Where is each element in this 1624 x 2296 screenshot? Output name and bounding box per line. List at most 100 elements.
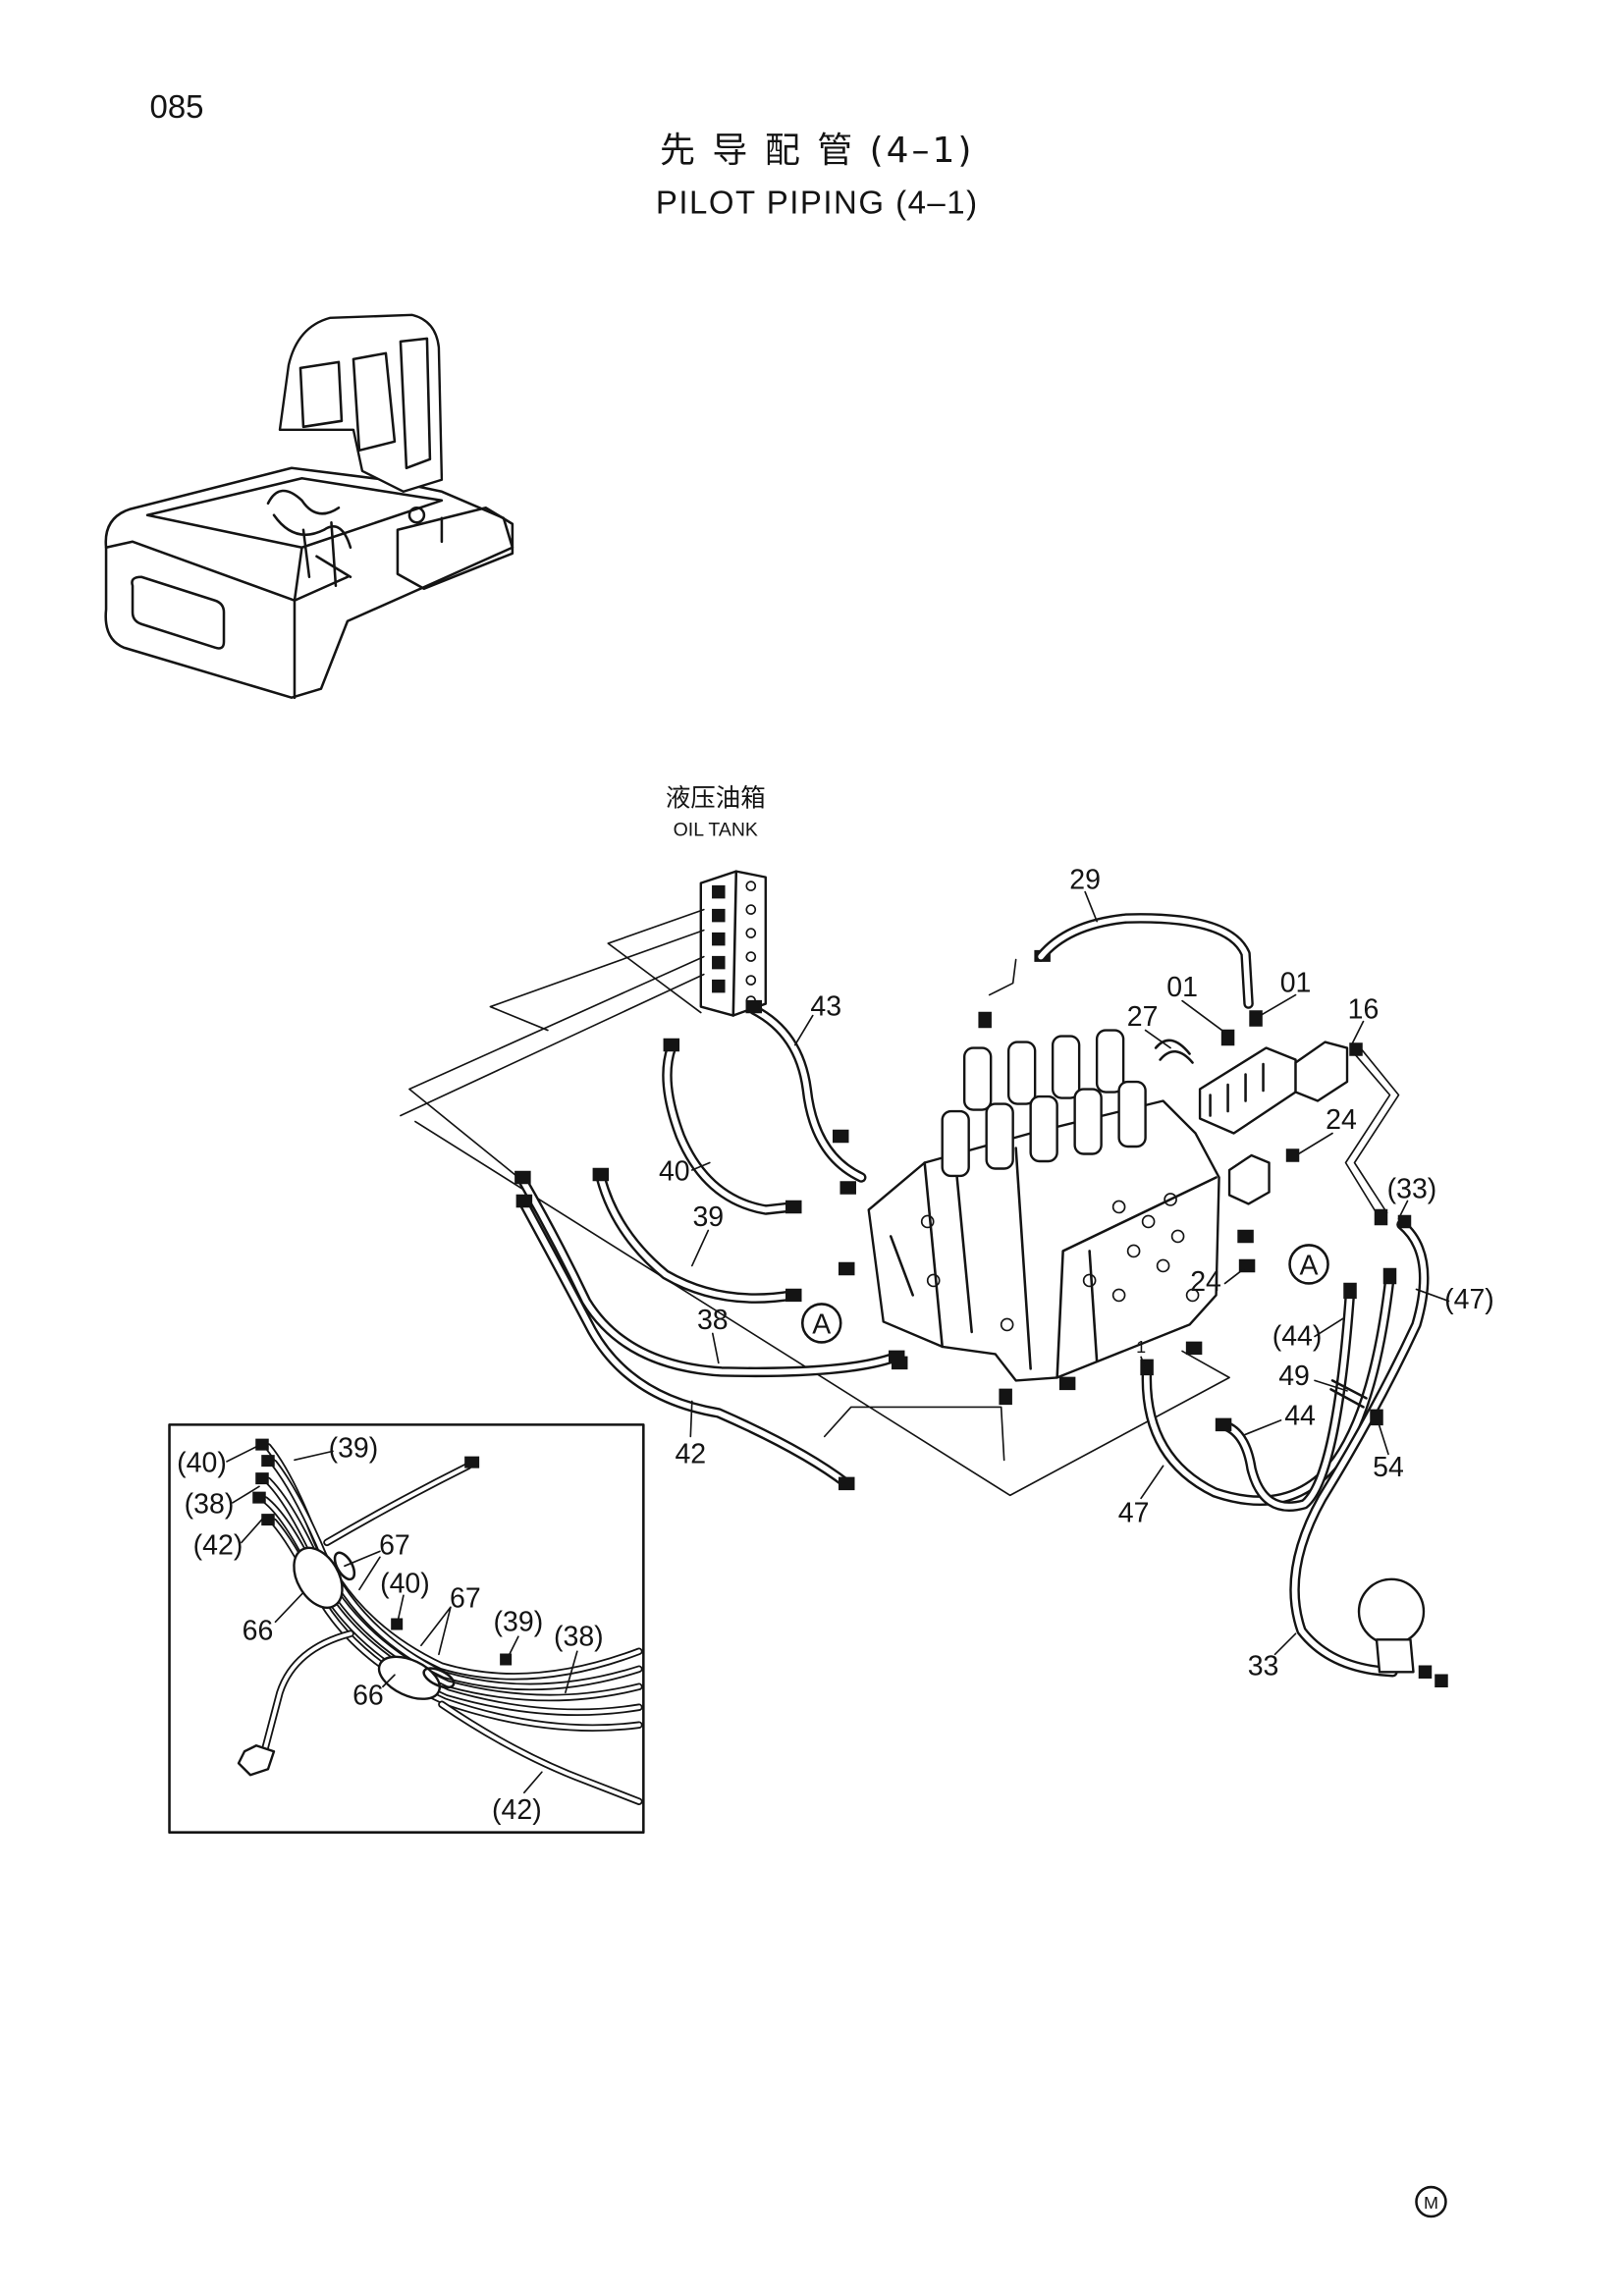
callout-49: 49 bbox=[1278, 1361, 1310, 1392]
inset-callout-39: (39) bbox=[329, 1432, 379, 1464]
cab-windows bbox=[298, 337, 432, 470]
inset-callout-66-lower: 66 bbox=[352, 1680, 384, 1711]
corner-mark-circle bbox=[1415, 2185, 1447, 2218]
solenoid bbox=[1073, 1088, 1103, 1155]
solenoid bbox=[1095, 1029, 1125, 1094]
solenoid bbox=[941, 1109, 970, 1178]
accumulator bbox=[1357, 1577, 1448, 1688]
section-ref-circle bbox=[800, 1303, 842, 1344]
accumulator-base bbox=[1375, 1638, 1415, 1674]
section-ref-a-right: A bbox=[1288, 1244, 1329, 1285]
counterweight-lines bbox=[104, 477, 444, 699]
pilot-line-16-33 bbox=[1344, 1046, 1400, 1217]
inset-clamp-67 bbox=[333, 1551, 456, 1689]
valve-01-fittings bbox=[1220, 1010, 1263, 1046]
solenoid bbox=[985, 1102, 1014, 1170]
callout-44-ref: (44) bbox=[1272, 1320, 1323, 1352]
plate-holes bbox=[745, 881, 757, 1006]
manifold-coils bbox=[1209, 1062, 1265, 1117]
clamp-67 bbox=[422, 1667, 456, 1689]
callout-1: 1 bbox=[1136, 1337, 1146, 1357]
solenoid bbox=[1006, 1041, 1037, 1105]
callout-33: 33 bbox=[1248, 1650, 1279, 1682]
inset-leader-lines bbox=[226, 1446, 578, 1794]
pilot-hose-location bbox=[266, 489, 352, 588]
callout-44: 44 bbox=[1284, 1400, 1316, 1431]
block-24 bbox=[1227, 1148, 1300, 1205]
filler-cap bbox=[407, 507, 426, 524]
inset-callout-38: (38) bbox=[185, 1488, 235, 1520]
hose-end-fittings bbox=[514, 999, 1412, 1491]
oil-tank-label-cn: 液压油箱 bbox=[666, 784, 766, 814]
valve-section-lines bbox=[889, 1147, 1218, 1379]
counterweight-slot bbox=[131, 575, 226, 650]
bolt-54 bbox=[1370, 1409, 1383, 1426]
block-16-body bbox=[1294, 1041, 1349, 1102]
port-plate-edge bbox=[731, 870, 738, 1017]
callout-54: 54 bbox=[1373, 1452, 1404, 1483]
inset-callout-40: (40) bbox=[177, 1447, 227, 1478]
excavator-locator-illustration bbox=[104, 313, 514, 699]
solenoid bbox=[1051, 1035, 1081, 1099]
callout-16: 16 bbox=[1348, 994, 1380, 1026]
section-ref-circle bbox=[1288, 1244, 1329, 1285]
inset-elbow-fitting bbox=[237, 1744, 276, 1777]
solenoid-row-rear bbox=[962, 1029, 1125, 1111]
inset-hose-fittings bbox=[252, 1438, 513, 1666]
upper-structure-outline bbox=[104, 466, 514, 699]
callout-39: 39 bbox=[692, 1201, 724, 1233]
block-16 bbox=[1294, 1041, 1363, 1102]
hose-39 bbox=[601, 1177, 792, 1298]
callout-33-ref: (33) bbox=[1387, 1173, 1437, 1204]
hose-29 bbox=[1041, 918, 1248, 1003]
callout-43: 43 bbox=[810, 991, 841, 1023]
harness-27 bbox=[1154, 1039, 1194, 1064]
page-title-en: PILOT PIPING (4–1) bbox=[656, 184, 979, 220]
inset-callout-67-upper: 67 bbox=[379, 1529, 410, 1561]
solenoid-row-front bbox=[941, 1080, 1147, 1178]
section-ref-label: A bbox=[812, 1308, 831, 1340]
accumulator-fittings bbox=[1418, 1665, 1448, 1688]
section-ref-a-left: A bbox=[800, 1303, 842, 1344]
inset-detail: (40) (39) (38) (42) 67 (40) 67 66 (39) (… bbox=[168, 1423, 645, 1834]
oil-tank-label-en: OIL TANK bbox=[674, 820, 758, 841]
control-valve bbox=[832, 949, 1256, 1406]
valve-bolts bbox=[920, 1193, 1200, 1332]
manifold-body bbox=[1198, 1046, 1297, 1135]
corner-mark-letter: M bbox=[1424, 2193, 1438, 2213]
callout-27: 27 bbox=[1127, 1001, 1159, 1033]
solenoid bbox=[1029, 1095, 1058, 1163]
main-callouts: 29 43 01 01 27 16 24 (33) 40 39 24 (47) … bbox=[659, 865, 1494, 1682]
inset-callout-42: (42) bbox=[193, 1529, 244, 1561]
inset-callout-67-lower: 67 bbox=[450, 1582, 481, 1614]
section-ref-label: A bbox=[1300, 1250, 1319, 1281]
callout-42: 42 bbox=[675, 1438, 706, 1469]
inset-callout-42-lower: (42) bbox=[492, 1794, 542, 1826]
inset-callout-38-lower: (38) bbox=[554, 1621, 604, 1652]
wrap-66 bbox=[377, 1655, 441, 1700]
main-leader-lines bbox=[689, 890, 1450, 1656]
callout-40: 40 bbox=[659, 1155, 690, 1187]
inset-callout-39-lower: (39) bbox=[494, 1606, 544, 1637]
inset-frame bbox=[168, 1423, 645, 1834]
callout-01-left: 01 bbox=[1166, 972, 1198, 1003]
block-24-body bbox=[1227, 1153, 1271, 1205]
callout-38: 38 bbox=[697, 1305, 729, 1336]
valve-fittings bbox=[832, 949, 1256, 1406]
callout-47-ref: (47) bbox=[1444, 1284, 1494, 1315]
callout-29: 29 bbox=[1069, 865, 1101, 896]
page-title-cn: 先 导 配 管 (4–1) bbox=[660, 131, 974, 171]
accumulator-sphere bbox=[1357, 1577, 1426, 1645]
clamp-67 bbox=[333, 1551, 356, 1581]
solenoid-valve-manifold bbox=[1154, 1010, 1297, 1135]
tank-cover bbox=[396, 507, 514, 591]
hose-43 bbox=[754, 1010, 861, 1178]
callout-24-lower: 24 bbox=[1190, 1266, 1221, 1298]
solenoid bbox=[962, 1046, 993, 1111]
solenoid bbox=[1117, 1080, 1147, 1148]
clamp-49 bbox=[1329, 1379, 1368, 1409]
inset-callout-40-lower: (40) bbox=[380, 1568, 430, 1599]
fitting-16 bbox=[1349, 1042, 1363, 1056]
callout-47: 47 bbox=[1118, 1497, 1150, 1528]
